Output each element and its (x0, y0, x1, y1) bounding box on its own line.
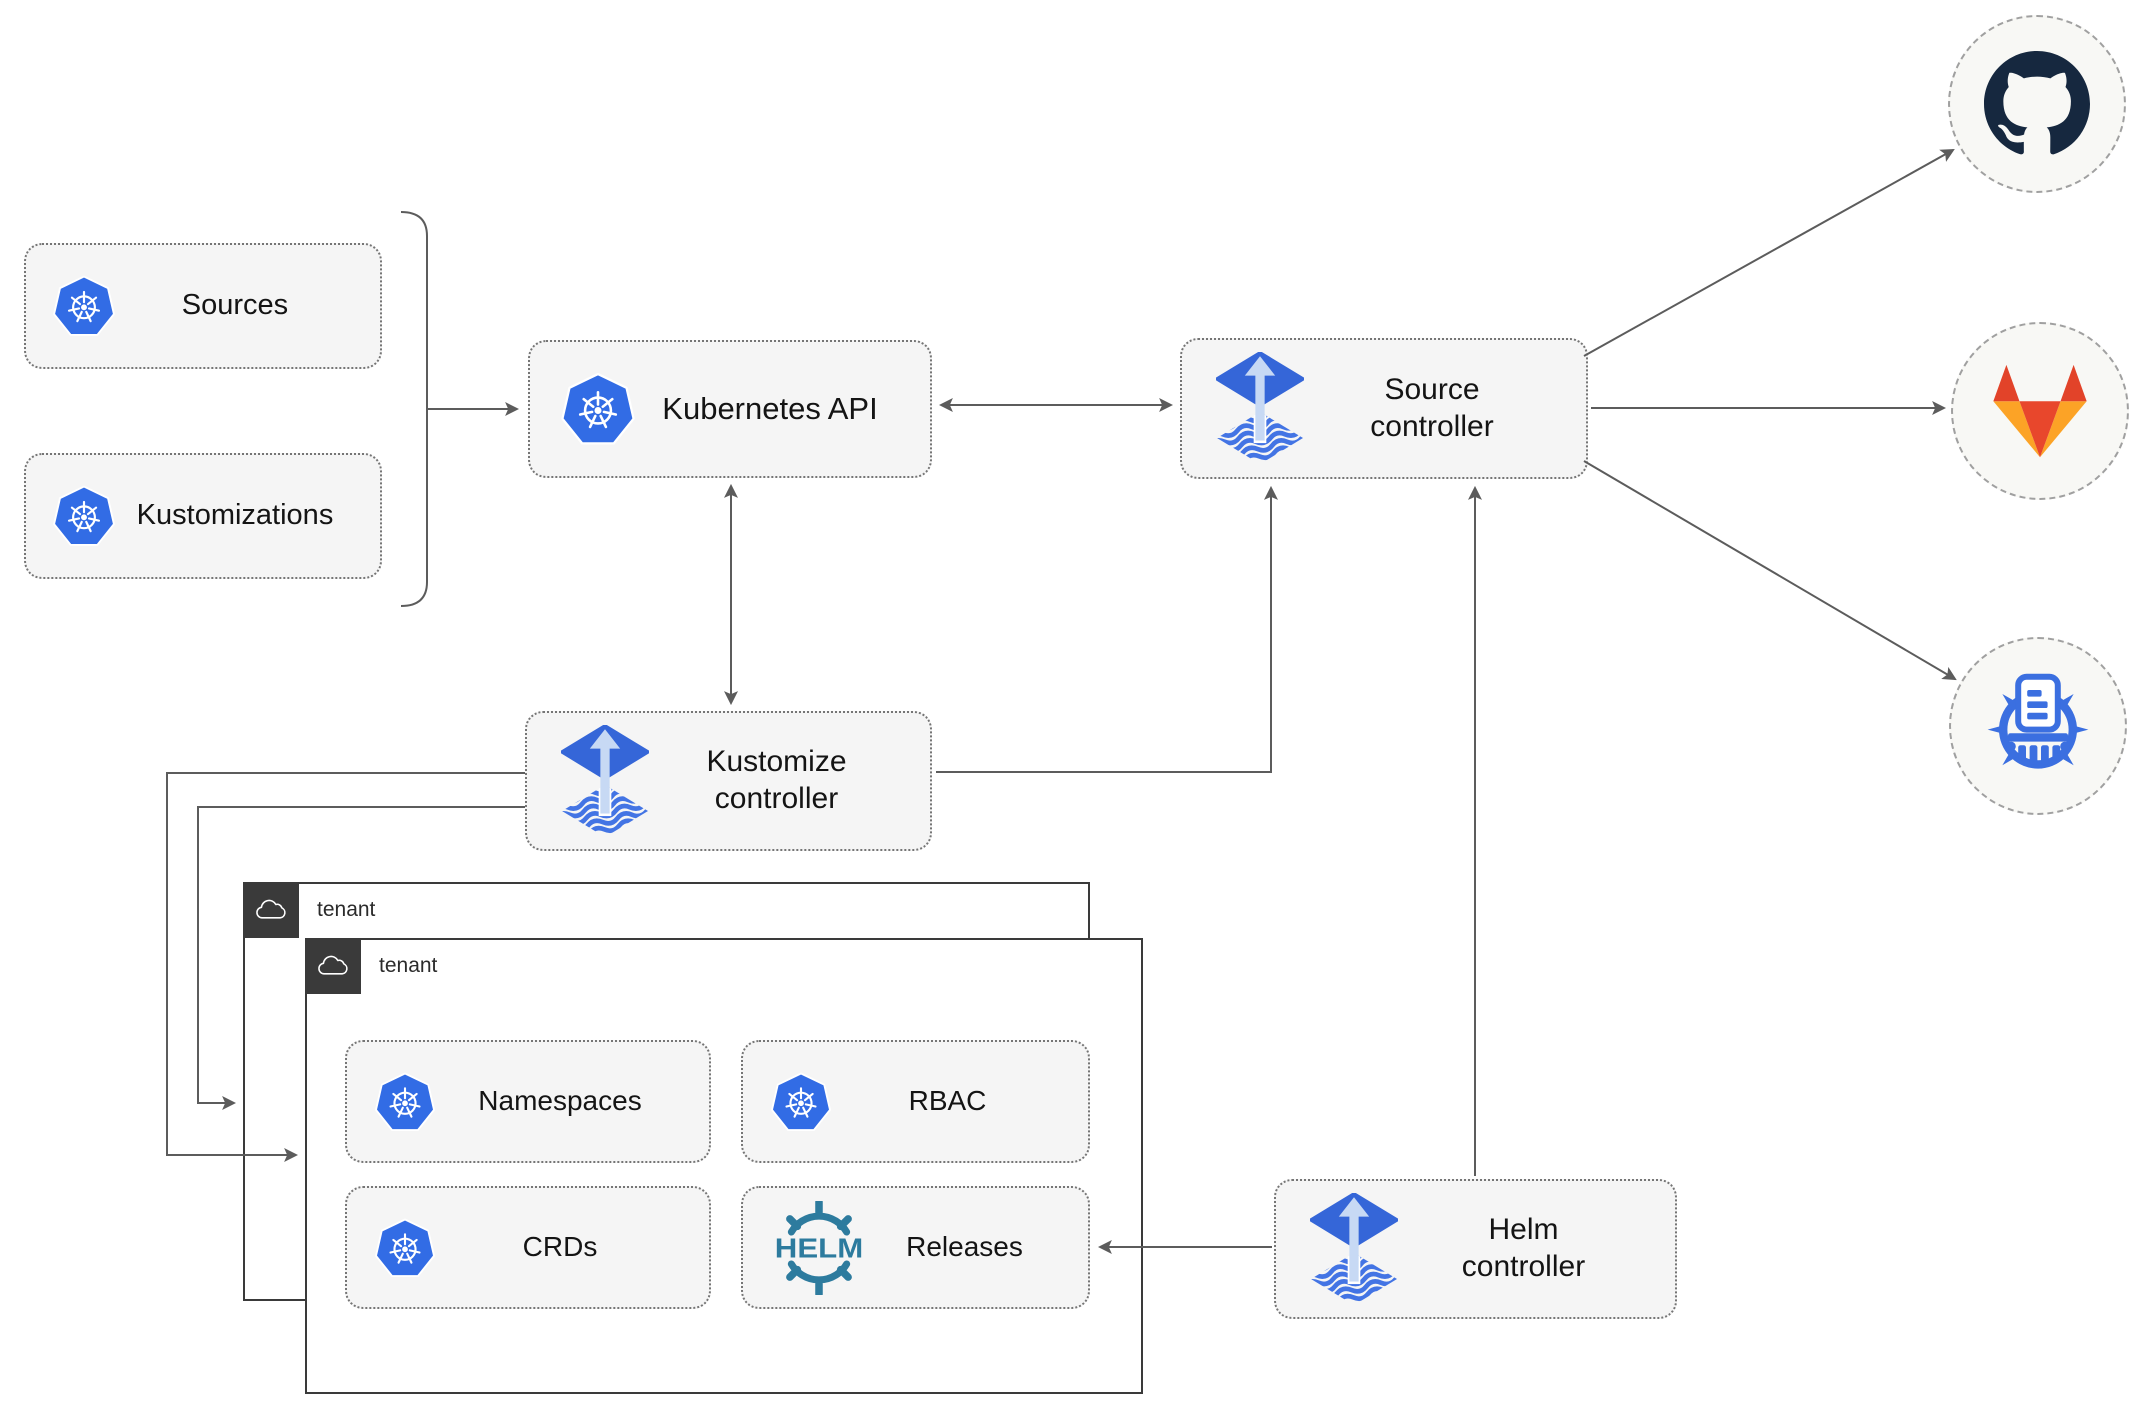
node-kustomize-controller: Kustomize controller (525, 711, 932, 851)
cloud-tab (305, 938, 361, 994)
chartmuseum-icon (1978, 666, 2098, 786)
node-label: Kustomizations (136, 499, 334, 532)
node-chartmuseum (1949, 637, 2127, 815)
node-crds: CRDs (345, 1186, 711, 1309)
kubernetes-icon (52, 484, 116, 548)
node-label: Helm controller (1461, 1213, 1586, 1283)
node-kubernetes-api: Kubernetes API (528, 340, 932, 478)
node-label: Source controller (1370, 372, 1494, 443)
tenant-frame-front: tenant (305, 938, 1143, 1394)
node-label: Kustomize controller (706, 745, 847, 815)
tenant-label: tenant (379, 954, 438, 977)
node-label: Kubernetes API (662, 391, 878, 427)
node-label: RBAC (908, 1085, 987, 1117)
node-label: Namespaces (478, 1085, 642, 1117)
edge-kustomize-controller-source-controller (936, 485, 1278, 773)
cloud-icon (256, 899, 286, 919)
node-helm-controller: Helm controller (1274, 1179, 1677, 1319)
node-rbac: RBAC (741, 1040, 1090, 1163)
kubernetes-icon (373, 1216, 437, 1280)
node-namespaces: Namespaces (345, 1040, 711, 1163)
kubernetes-icon (560, 371, 636, 447)
node-kustomizations: Kustomizations (24, 453, 382, 579)
node-releases: HELM Releases (741, 1186, 1090, 1309)
helm-wordmark: HELM (775, 1231, 863, 1263)
node-gitlab (1951, 322, 2129, 500)
flux-icon (1216, 352, 1304, 465)
flux-icon (1310, 1193, 1398, 1306)
node-label: Sources (181, 289, 289, 322)
helm-icon: HELM (771, 1200, 867, 1296)
kubernetes-icon (373, 1070, 437, 1134)
node-github (1948, 15, 2126, 193)
node-label: Releases (906, 1231, 1023, 1263)
node-sources: Sources (24, 243, 382, 369)
node-source-controller: Source controller (1180, 338, 1588, 479)
bracket-sources-kustomizations (400, 211, 428, 607)
cloud-tab (243, 882, 299, 938)
kubernetes-icon (769, 1070, 833, 1134)
flux-icon (561, 725, 649, 838)
edge-source-controller-chartmuseum (1583, 460, 1957, 681)
cloud-icon (318, 955, 348, 975)
github-icon (1984, 51, 2090, 155)
node-label: CRDs (522, 1231, 598, 1263)
edge-source-controller-github (1583, 148, 1955, 357)
tenant-label: tenant (317, 898, 376, 921)
gitlab-icon (1993, 364, 2087, 457)
kubernetes-icon (52, 274, 116, 338)
